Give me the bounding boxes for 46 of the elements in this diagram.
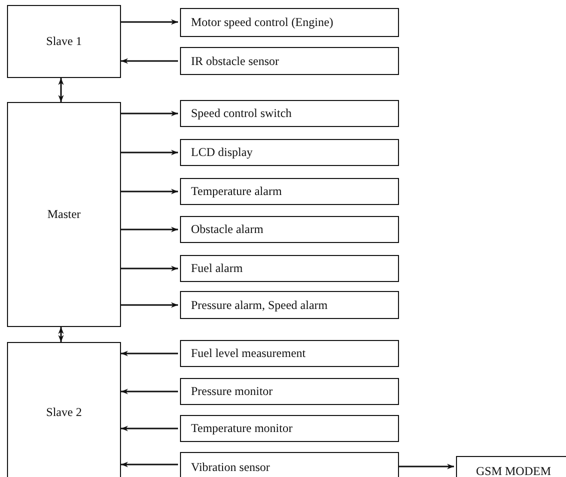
arrow: [121, 58, 178, 64]
box-label: Temperature alarm: [191, 184, 282, 199]
arrow: [121, 350, 178, 356]
arrow: [121, 19, 178, 25]
component-box: [180, 452, 399, 477]
box-label: Motor speed control (Engine): [191, 15, 334, 30]
arrow: [121, 302, 178, 308]
arrow: [58, 78, 64, 102]
arrow: [121, 266, 178, 272]
box-label: IR obstacle sensor: [191, 54, 279, 68]
box-label: Fuel alarm: [191, 261, 243, 276]
box-label: Speed control switch: [191, 106, 292, 121]
arrow: [121, 188, 178, 194]
arrow: [58, 327, 64, 342]
arrow: [121, 462, 178, 468]
component-box: [180, 47, 399, 75]
component-box: [180, 139, 399, 166]
arrow: [121, 150, 178, 156]
box-label: Temperature monitor: [191, 421, 292, 436]
box-label: Fuel level measurement: [191, 346, 306, 361]
box-label: Pressure alarm, Speed alarm: [191, 298, 328, 312]
component-box: [180, 178, 399, 205]
box-label: Slave 2: [46, 405, 82, 420]
arrow: [121, 388, 178, 394]
component-box: [180, 255, 399, 282]
arrow: [121, 226, 178, 232]
component-box: [180, 216, 399, 243]
component-box: [180, 378, 399, 405]
component-box: [180, 291, 399, 319]
component-box: [180, 415, 399, 442]
component-box: [180, 340, 399, 367]
component-box: [180, 8, 399, 37]
box-label: GSM MODEM: [476, 464, 551, 477]
box-label: LCD display: [191, 145, 253, 160]
arrow: [121, 426, 178, 432]
module-box: [7, 342, 121, 477]
arrow: [399, 464, 454, 470]
box-label: Pressure monitor: [191, 384, 273, 399]
arrow: [121, 110, 178, 116]
module-box: [7, 5, 121, 78]
component-box: [180, 100, 399, 127]
box-label: Vibration sensor: [191, 460, 270, 475]
box-label: Obstacle alarm: [191, 222, 264, 237]
box-label: Slave 1: [46, 34, 82, 49]
module-box: [7, 102, 121, 327]
box-label: Master: [47, 207, 81, 222]
